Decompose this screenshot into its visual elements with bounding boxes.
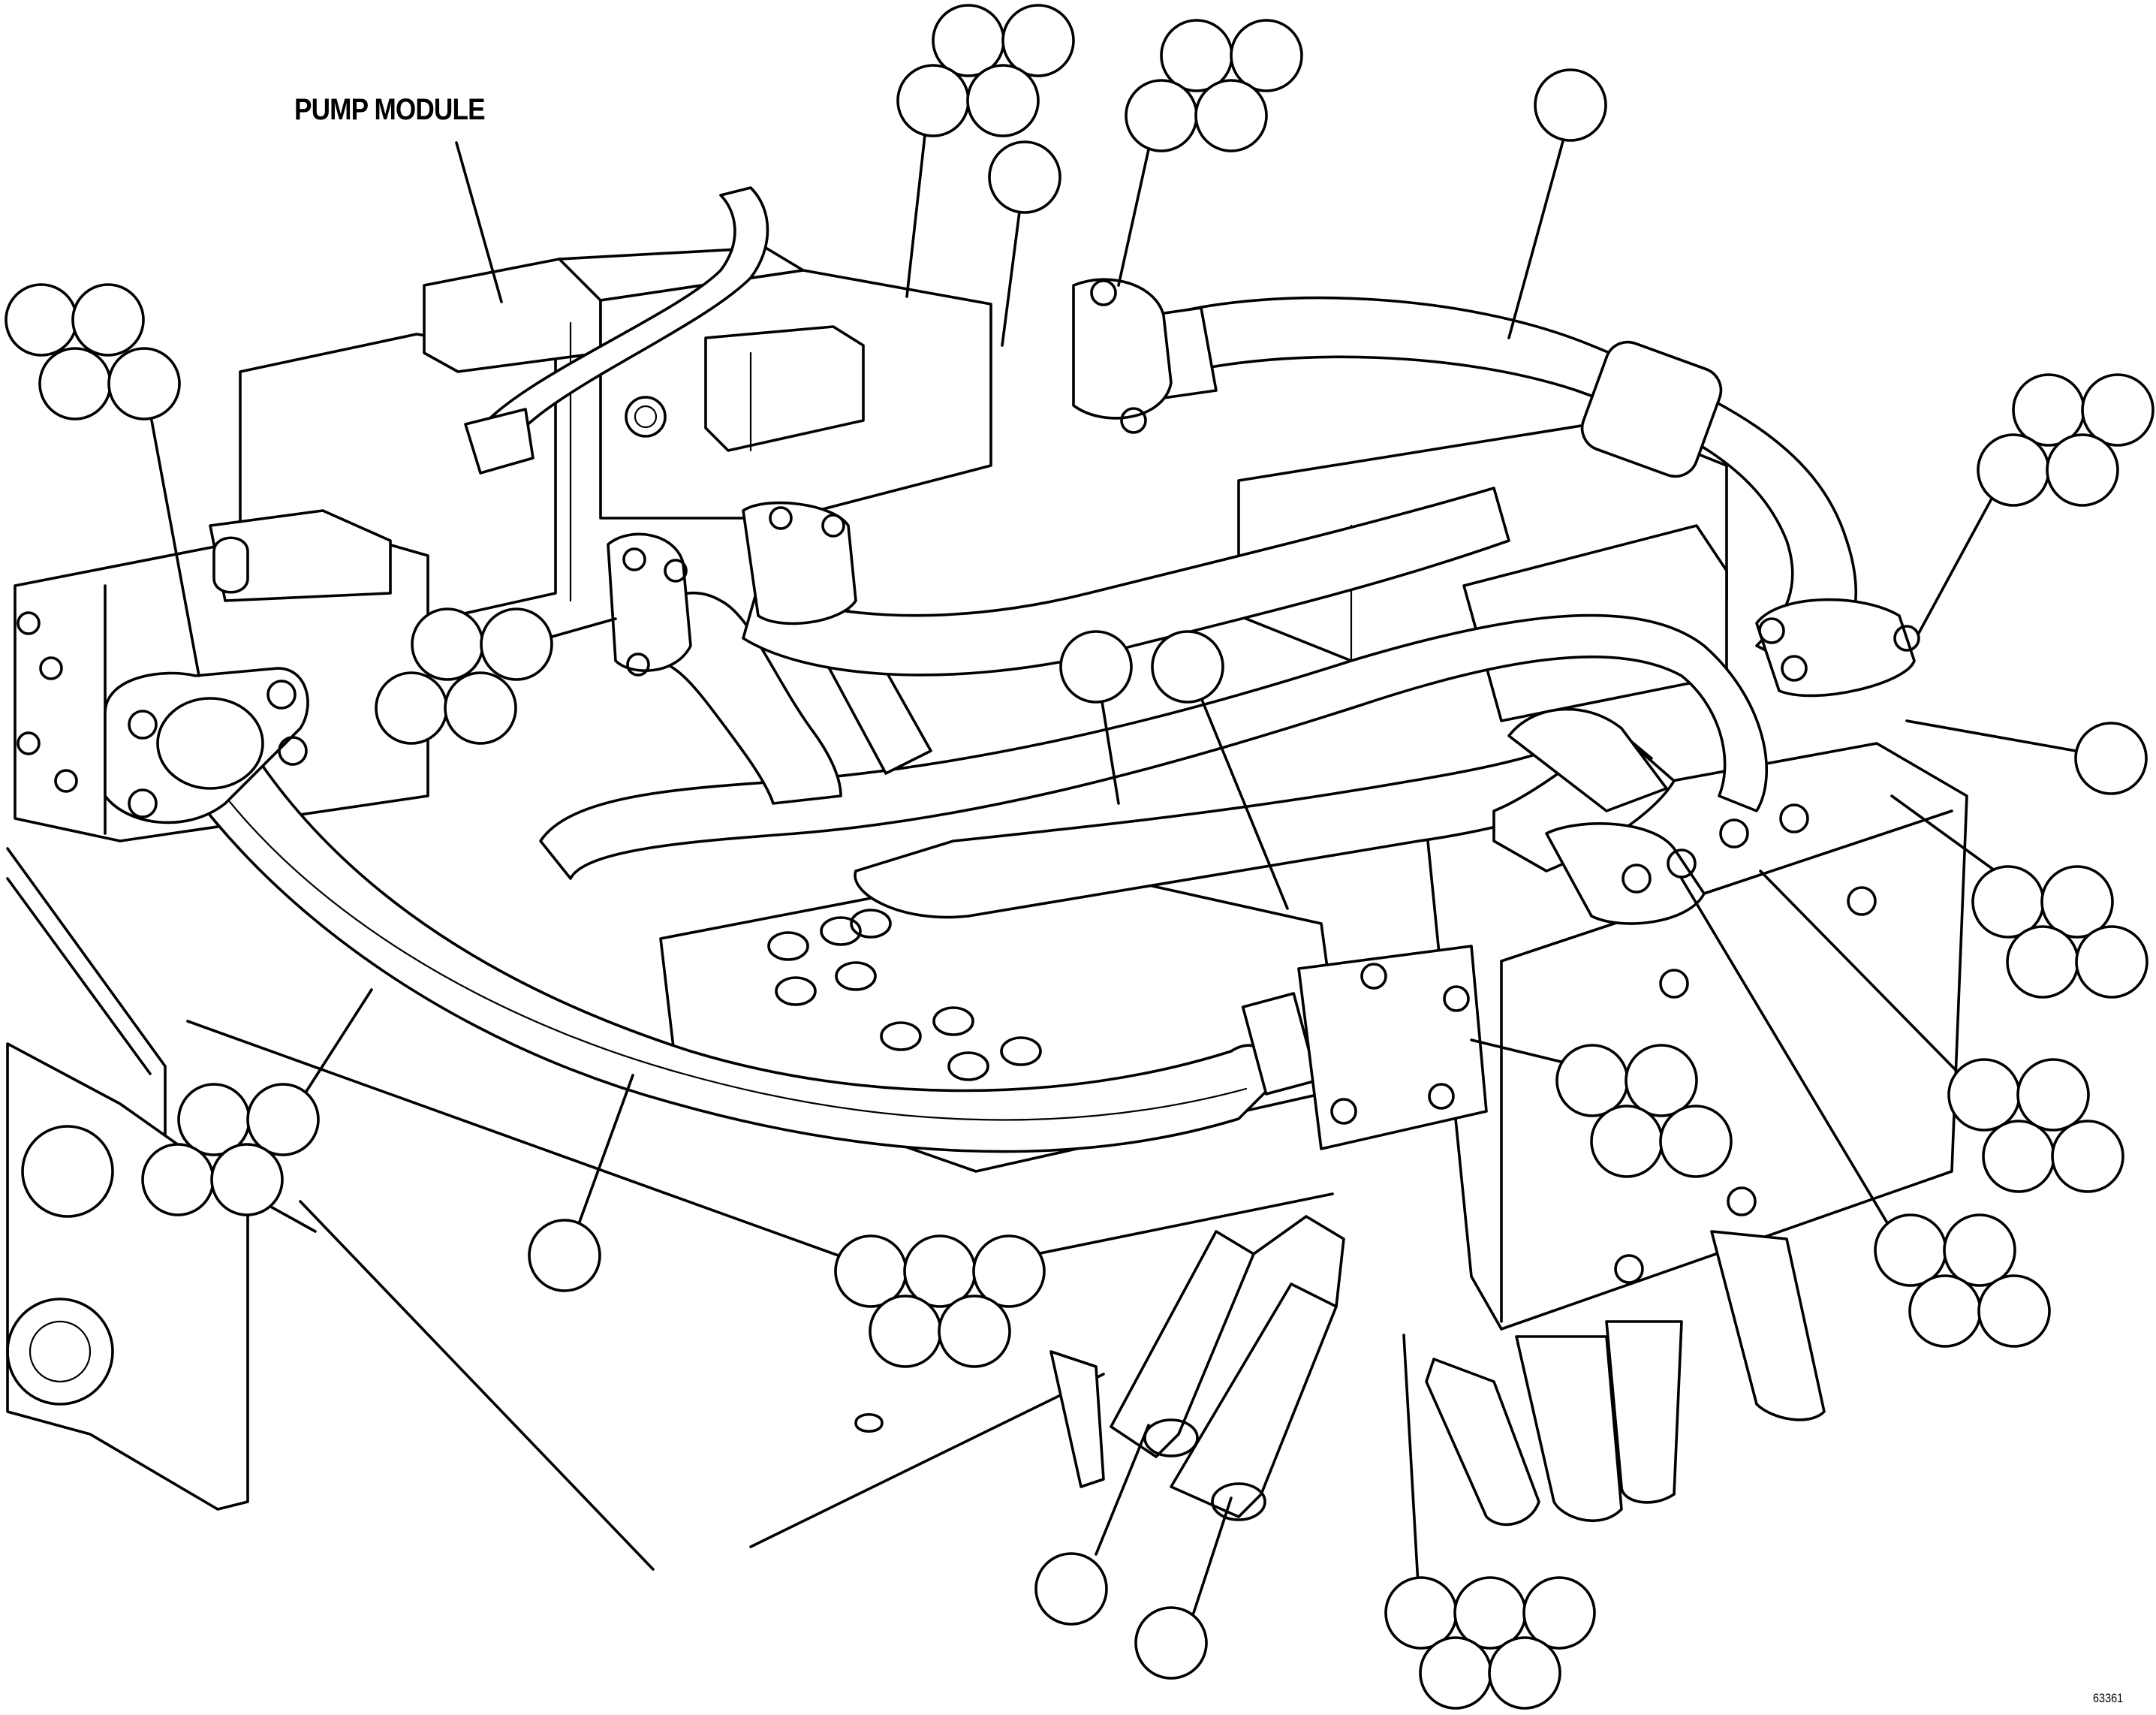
- callout-balloon: [375, 671, 448, 745]
- callout-balloon: [938, 1295, 1011, 1368]
- callout-balloon: [141, 1143, 215, 1216]
- callout-c21: [1384, 1576, 1596, 1710]
- callout-balloon: [2046, 433, 2119, 507]
- callout-balloon: [1134, 1606, 1208, 1680]
- callout-balloon: [2040, 865, 2114, 939]
- callout-balloon: [903, 1234, 977, 1308]
- callout-balloon: [1419, 1636, 1492, 1710]
- callout-balloon: [1943, 1213, 2016, 1287]
- callout-balloon: [2074, 722, 2148, 795]
- callout-balloon: [1982, 1120, 2055, 1193]
- callout-c05: [1534, 68, 1607, 142]
- callout-c10: [1151, 630, 1224, 704]
- callout-c18: [834, 1234, 1046, 1368]
- callout-balloon: [1977, 1274, 2051, 1348]
- callout-balloon: [1151, 630, 1224, 704]
- callout-balloon: [966, 64, 1040, 137]
- callout-balloon: [1534, 68, 1607, 142]
- callout-balloon: [2075, 925, 2148, 999]
- callout-c16: [141, 1083, 320, 1216]
- callout-c13: [1947, 1058, 2124, 1193]
- callout-balloon: [1453, 1576, 1527, 1650]
- callout-balloon: [1230, 19, 1303, 92]
- callout-c03: [988, 140, 1061, 214]
- callout-balloon: [71, 283, 145, 357]
- callout-balloon: [411, 607, 484, 681]
- callout-c06: [5, 283, 181, 420]
- callout-c17: [528, 1219, 601, 1292]
- figure-number: 63361: [2093, 1691, 2124, 1705]
- main-hose-front: [149, 689, 1488, 1153]
- left-flange: [104, 667, 309, 824]
- callout-c07: [1977, 373, 2154, 507]
- callout-balloon: [1160, 19, 1233, 92]
- callout-balloon: [1908, 1274, 1982, 1348]
- callout-balloon: [972, 1234, 1046, 1308]
- callout-balloon: [1659, 1105, 1733, 1178]
- callout-balloon: [444, 671, 517, 745]
- callout-balloon: [480, 607, 553, 681]
- lower-hoses: [1110, 1215, 1826, 1527]
- leader-lines: [150, 134, 2077, 1614]
- callout-balloon: [2016, 1058, 2090, 1132]
- callout-balloon: [1059, 630, 1133, 704]
- callout-balloon: [869, 1295, 942, 1368]
- callout-c20: [1134, 1606, 1208, 1680]
- callout-balloon: [1947, 1058, 2021, 1132]
- callout-balloon: [1625, 1044, 1698, 1117]
- callout-balloon: [932, 4, 1005, 77]
- callout-balloon: [5, 283, 78, 357]
- callout-balloon: [2006, 925, 2079, 999]
- callout-c15: [1874, 1213, 2051, 1348]
- callout-balloon: [38, 347, 112, 420]
- callout-c12: [1971, 865, 2148, 999]
- callout-c01: [896, 4, 1303, 152]
- callout-balloon: [1555, 1044, 1629, 1117]
- callout-balloon: [2081, 373, 2154, 447]
- callout-balloon: [896, 64, 970, 137]
- callout-balloon: [246, 1083, 320, 1156]
- callout-balloon: [1001, 4, 1075, 77]
- callout-c19: [1034, 1552, 1108, 1626]
- callout-balloon: [1971, 865, 2045, 939]
- callout-balloon: [1034, 1552, 1108, 1626]
- callout-balloon: [528, 1219, 601, 1292]
- callout-balloon: [2051, 1120, 2124, 1193]
- callout-balloon: [1384, 1576, 1458, 1650]
- callout-balloon: [1488, 1636, 1561, 1710]
- callout-c08: [375, 607, 553, 745]
- middle-hoses: [464, 186, 1920, 925]
- callout-c11: [2074, 722, 2148, 795]
- callout-c09: [1059, 630, 1133, 704]
- callout-balloon: [1194, 79, 1268, 152]
- callout-balloon: [834, 1234, 908, 1308]
- callout-balloon: [1125, 79, 1198, 152]
- callout-balloon: [1590, 1105, 1664, 1178]
- callout-balloon: [210, 1143, 284, 1216]
- callout-balloon: [988, 140, 1061, 214]
- callout-balloon: [1977, 433, 2050, 507]
- callout-balloon: [107, 347, 181, 420]
- callout-balloon: [1874, 1213, 1947, 1287]
- callout-balloon: [1522, 1576, 1596, 1650]
- callout-c14: [1555, 1044, 1733, 1178]
- pump-module-label: PUMP MODULE: [294, 93, 486, 126]
